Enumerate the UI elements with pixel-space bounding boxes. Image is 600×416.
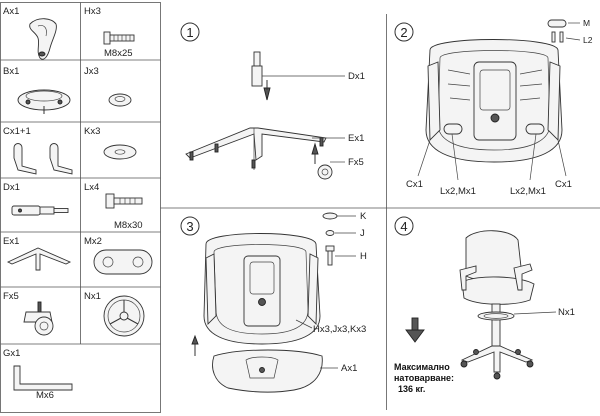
- part-label-m: Mx2: [84, 236, 102, 247]
- step-2-label-l2: L2: [583, 35, 593, 45]
- step-1-illustration: [185, 51, 345, 180]
- part-label-g: Gx1: [3, 348, 20, 359]
- parts-table: [0, 2, 161, 413]
- five-star-base-icon: [6, 247, 72, 271]
- step-4-illustration: [405, 230, 557, 380]
- seat-mechanism-icon: [17, 89, 71, 114]
- part-label-k: Kx3: [84, 126, 100, 137]
- step-4-number: 4: [400, 219, 407, 234]
- step-1-label-casters: Fx5: [348, 157, 364, 168]
- part-size-g: Mx6: [36, 390, 54, 401]
- step-2-label-cx1-right: Cx1: [555, 179, 572, 190]
- part-label-l: Lx4: [84, 182, 99, 193]
- step-4-badge: 4: [394, 216, 414, 236]
- step-3-illustration: [191, 212, 356, 393]
- part-label-b: Bx1: [3, 66, 19, 77]
- step-4-label-footring: Nx1: [558, 307, 575, 318]
- backrest-bracket-icon: [29, 18, 57, 60]
- step-2-label-m: M: [583, 18, 590, 28]
- spring-washer-icon: [108, 93, 132, 107]
- part-label-j: Jx3: [84, 66, 99, 77]
- step-3-label-k: K: [360, 211, 367, 222]
- flat-washer-icon: [103, 144, 137, 160]
- step-2-number: 2: [400, 25, 407, 40]
- part-label-c: Cx1+1: [3, 126, 31, 137]
- part-label-h: Hx3: [84, 6, 101, 17]
- connecting-plate-icon: [93, 249, 153, 275]
- foot-ring-icon: [103, 295, 145, 337]
- max-load-line-3: 136 кг.: [398, 384, 425, 394]
- bolt-m8x30-icon: [105, 193, 143, 209]
- step-1-badge: 1: [180, 22, 200, 42]
- step-3-label-backrest: Ax1: [341, 363, 357, 374]
- step-2-label-cx1-left: Cx1: [406, 179, 423, 190]
- max-load-line-2: натоварване:: [394, 373, 454, 383]
- step-2-label-lx2mx1-left: Lx2,Mx1: [440, 186, 476, 197]
- part-label-e: Ex1: [3, 236, 19, 247]
- part-label-a: Ax1: [3, 6, 19, 17]
- step-2-illustration: [417, 19, 581, 181]
- step-panels-frame: [160, 14, 600, 410]
- hex-key-icon: [13, 365, 73, 391]
- part-size-l: M8x30: [114, 220, 143, 231]
- max-load-line-1: Максимално: [394, 362, 450, 372]
- gas-lift-icon: [11, 205, 69, 216]
- step-1-label-gaslift: Dx1: [348, 71, 365, 82]
- caster-wheel-icon: [23, 301, 54, 336]
- step-3-label-fasteners: Hx3,Jx3,Kx3: [313, 324, 366, 335]
- step-3-badge: 3: [180, 216, 200, 236]
- part-label-d: Dx1: [3, 182, 20, 193]
- step-3-number: 3: [186, 219, 193, 234]
- step-2-label-lx2mx1-right: Lx2,Mx1: [510, 186, 546, 197]
- part-size-h: M8x25: [104, 48, 133, 59]
- part-label-f: Fx5: [3, 291, 19, 302]
- step-1-label-base: Ex1: [348, 133, 364, 144]
- step-2-badge: 2: [394, 22, 414, 42]
- armrest-brackets-icon: [13, 143, 73, 175]
- step-3-label-h: H: [360, 251, 367, 262]
- part-label-n: Nx1: [84, 291, 101, 302]
- step-3-label-j: J: [360, 228, 365, 239]
- bolt-m8x25-icon: [103, 31, 135, 45]
- step-1-number: 1: [186, 25, 193, 40]
